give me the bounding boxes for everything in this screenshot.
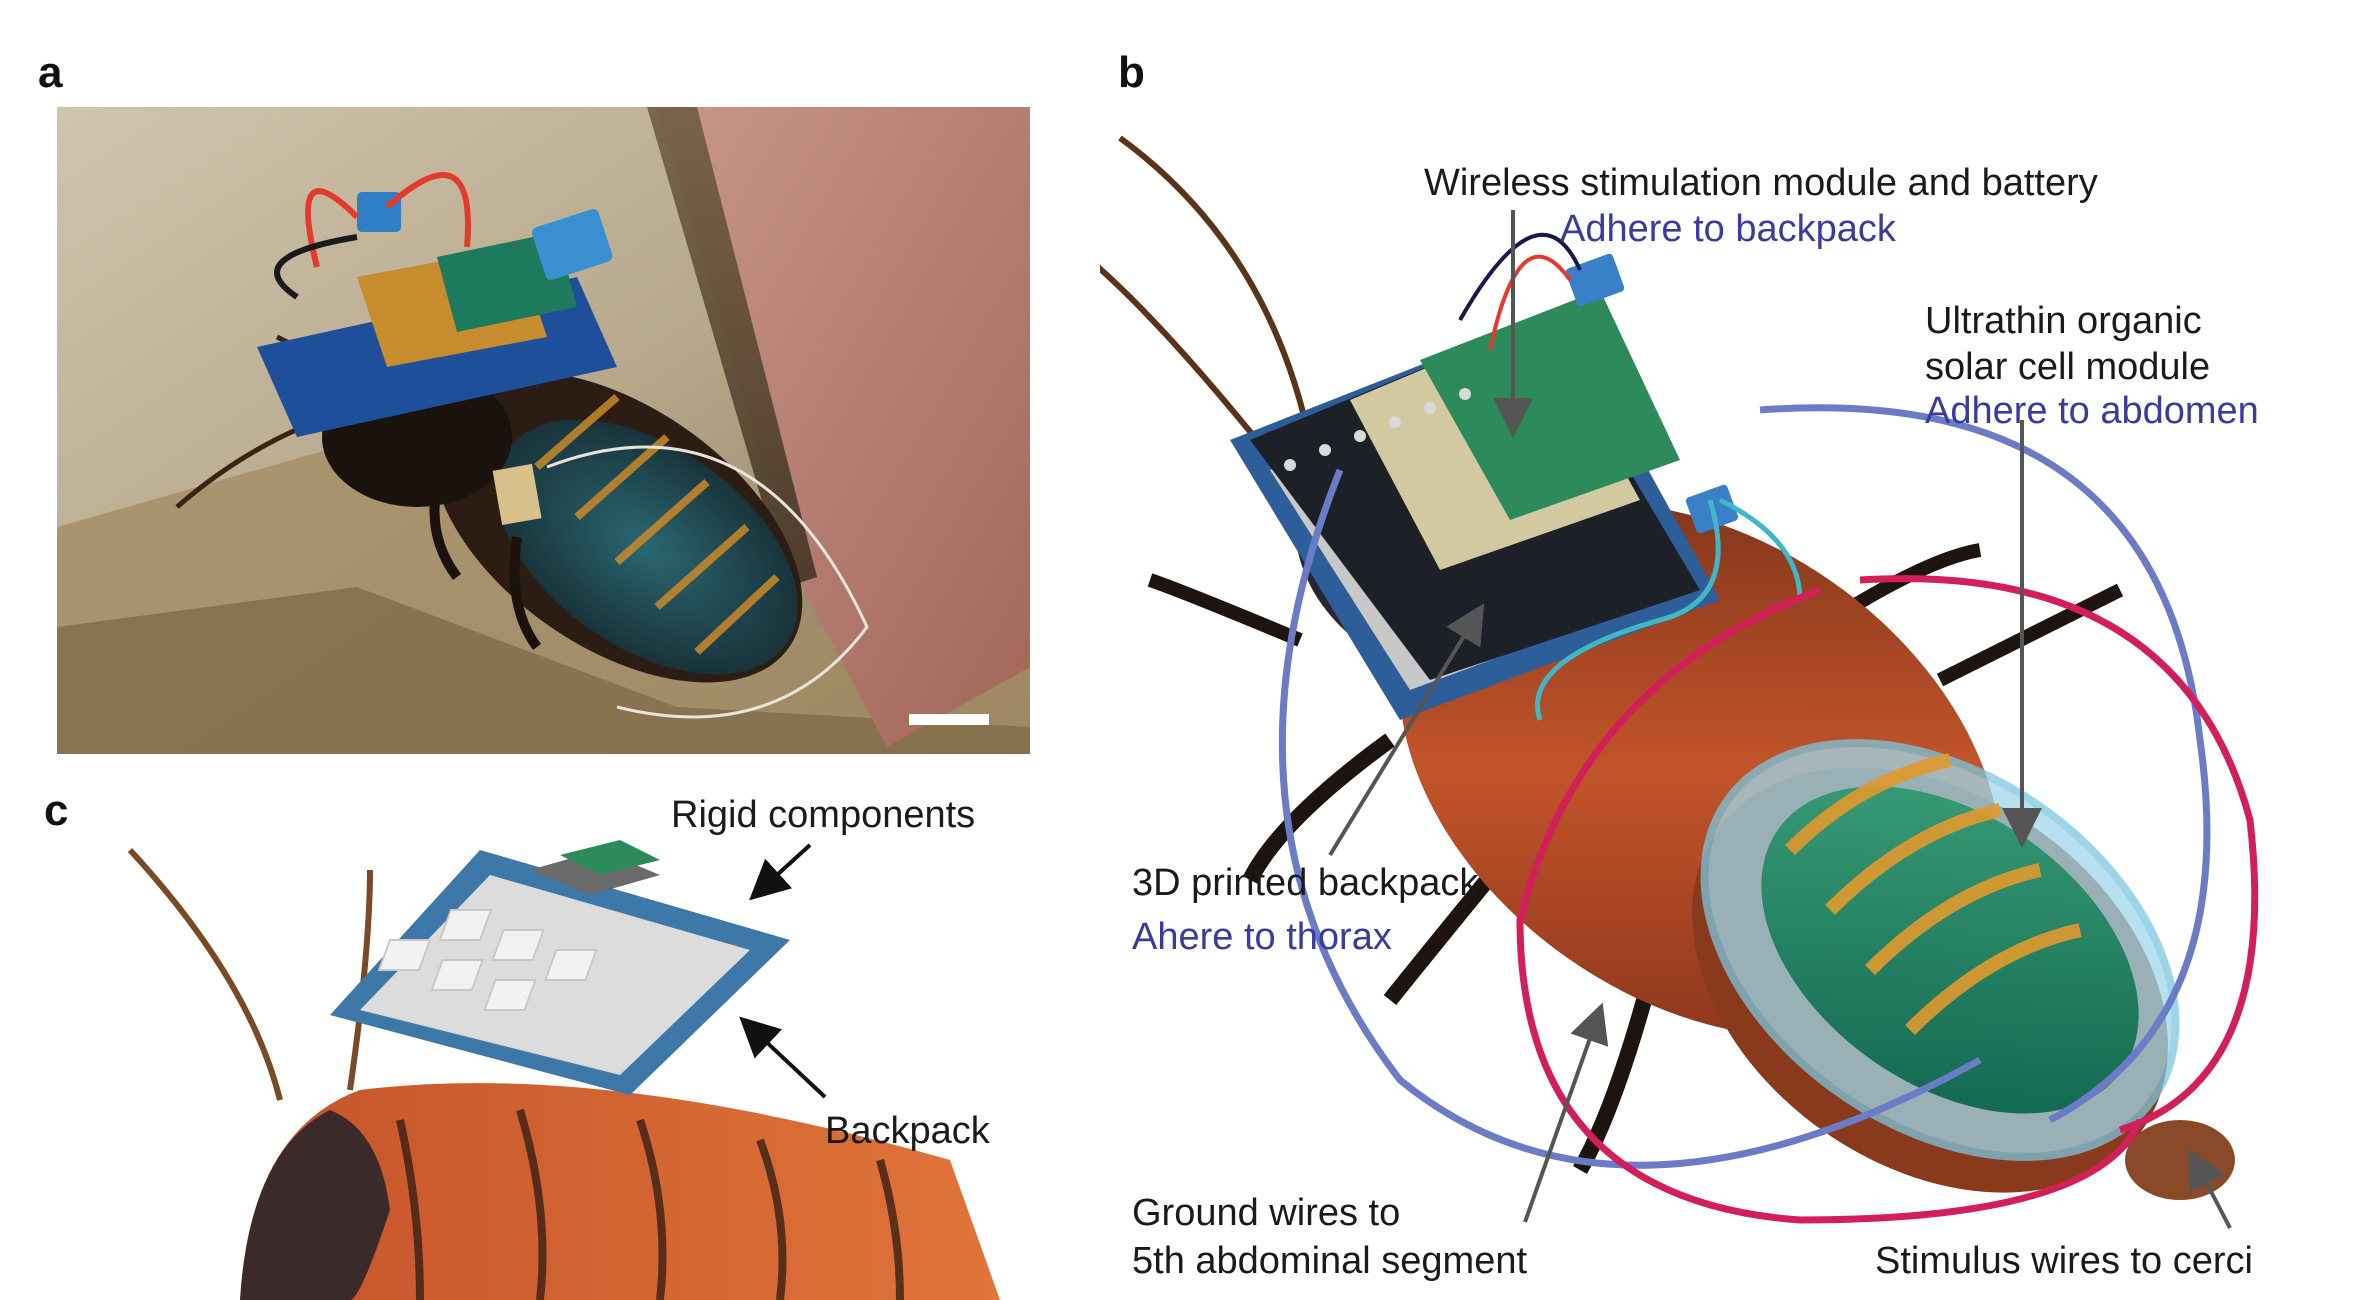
label-ground-2: 5th abdominal segment <box>1132 1240 1528 1282</box>
panel-label-b: b <box>1118 48 1145 97</box>
label-3d-backpack: 3D printed backpack <box>1132 862 1479 904</box>
label-solar-2: solar cell module <box>1925 346 2211 388</box>
label-wireless-module: Wireless stimulation module and battery <box>1424 162 2098 204</box>
label-adhere-thorax: Ahere to thorax <box>1132 916 1392 958</box>
label-rigid-components: Rigid components <box>671 794 976 836</box>
label-solar-1: Ultrathin organic <box>1925 300 2202 342</box>
photo-cyborg-insect <box>57 107 1030 754</box>
scale-bar <box>909 714 989 725</box>
label-adhere-backpack: Adhere to backpack <box>1560 208 1896 250</box>
panel-label-c: c <box>44 786 69 835</box>
label-stimulus: Stimulus wires to cerci <box>1875 1240 2253 1282</box>
label-ground-1: Ground wires to <box>1132 1192 1401 1234</box>
label-backpack-c: Backpack <box>825 1110 990 1152</box>
label-adhere-abdomen: Adhere to abdomen <box>1925 390 2259 432</box>
panel-label-a: a <box>38 48 63 97</box>
illustration-backpack-exploded <box>100 830 1000 1300</box>
illustration-cockroach-devices <box>1100 120 2356 1300</box>
